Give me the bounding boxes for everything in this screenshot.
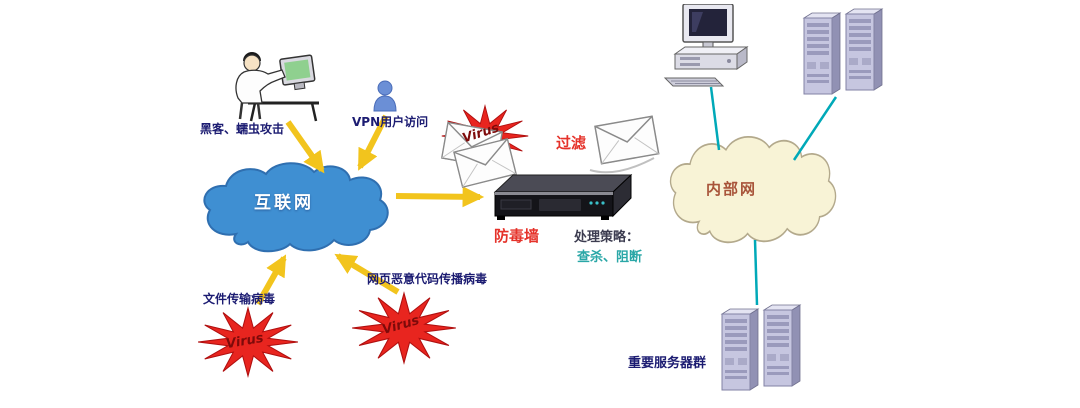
server-rack-icon: [798, 6, 888, 98]
vpn-user-icon: [372, 80, 398, 112]
hacker-workstation-icon: [222, 45, 322, 123]
strategy-title: 处理策略：: [574, 230, 640, 245]
server-group-icon: [716, 300, 806, 396]
hacker-label: 黑客、蠕虫攻击: [200, 122, 285, 136]
firewall-label: 防毒墙: [494, 227, 540, 245]
intranet-cloud-label: 内部网: [706, 180, 758, 198]
link-intranet-to-workstation: [709, 86, 721, 151]
vpn-user-label: VPN用户访问: [352, 115, 429, 129]
arrow-hacker-to-internet: [285, 120, 325, 174]
workstation-icon: [663, 4, 755, 88]
arrow-webvirus-to-internet: [334, 253, 400, 295]
file-virus-label: 文件传输病毒: [203, 292, 276, 306]
web-virus-label: 网页恶意代码传播病毒: [367, 272, 488, 286]
arrow-vpn-to-internet: [357, 114, 389, 171]
server-group-label: 重要服务器群: [628, 356, 707, 371]
envelope-motion-swoosh: [589, 157, 655, 174]
link-intranet-to-serverrack: [792, 96, 838, 161]
arrow-internet-to-firewall: [395, 186, 485, 208]
arrow-filevirus-to-internet: [255, 254, 287, 306]
filter-label: 过滤: [556, 134, 587, 152]
strategy-actions: 查杀、阻断: [577, 250, 643, 265]
link-intranet-to-servergroup: [753, 239, 759, 306]
firewall-appliance-icon: [487, 170, 637, 225]
internet-cloud-label: 互联网: [254, 193, 314, 213]
